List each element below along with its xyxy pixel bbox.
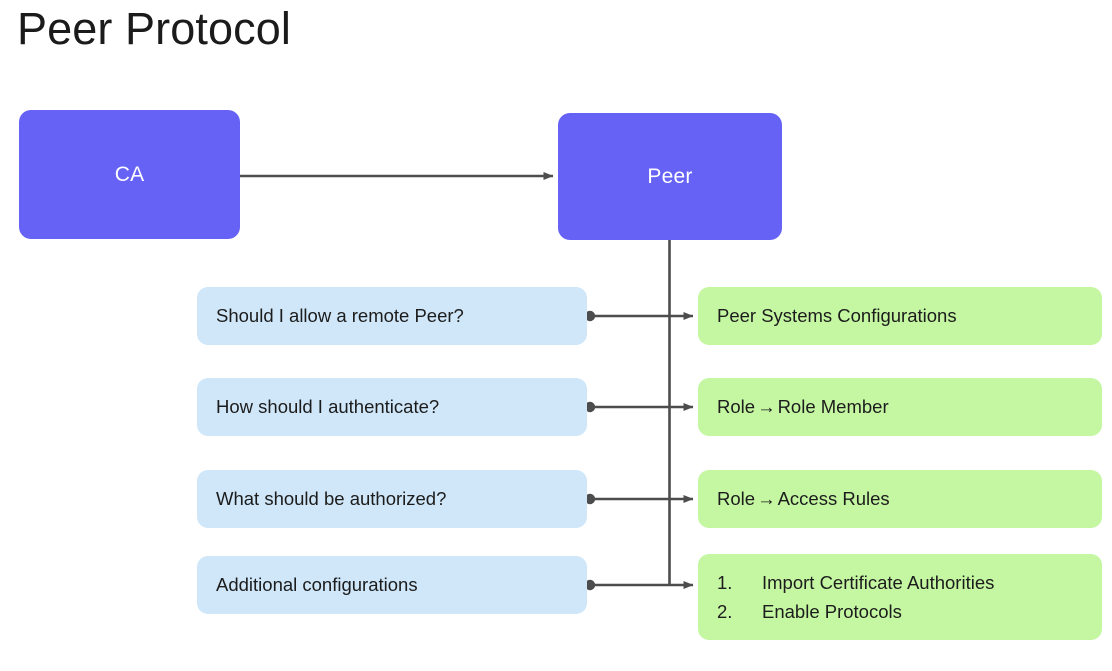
- question-node-4[interactable]: Additional configurations: [197, 556, 587, 614]
- answer-node-3-prefix: Role: [717, 488, 756, 509]
- answer-node-3[interactable]: Role → Access Rules: [698, 470, 1102, 528]
- connector-row-1: [584, 310, 694, 322]
- question-node-1[interactable]: Should I allow a remote Peer?: [197, 287, 587, 345]
- question-node-3[interactable]: What should be authorized?: [197, 470, 587, 528]
- answer-node-2-prefix: Role: [717, 396, 756, 417]
- list-item: 2. Enable Protocols: [717, 597, 1102, 626]
- list-item: 1. Import Certificate Authorities: [717, 568, 1102, 597]
- answer-node-1[interactable]: Peer Systems Configurations: [698, 287, 1102, 345]
- connector-row-4: [584, 579, 694, 591]
- question-node-4-label: Additional configurations: [216, 574, 418, 595]
- node-peer[interactable]: Peer: [558, 113, 782, 240]
- list-item-label: Enable Protocols: [762, 601, 902, 622]
- node-ca[interactable]: CA: [19, 110, 240, 239]
- connector-row-3: [584, 493, 694, 505]
- answer-node-1-label: Peer Systems Configurations: [717, 305, 957, 326]
- connector-row-2: [584, 401, 694, 413]
- question-node-2[interactable]: How should I authenticate?: [197, 378, 587, 436]
- right-arrow-icon: →: [757, 488, 776, 509]
- page-title: Peer Protocol: [17, 3, 291, 54]
- node-ca-label: CA: [114, 162, 145, 186]
- answer-node-4-list: 1. Import Certificate Authorities 2. Ena…: [717, 568, 1102, 626]
- answer-node-2[interactable]: Role → Role Member: [698, 378, 1102, 436]
- question-node-1-label: Should I allow a remote Peer?: [216, 305, 464, 326]
- list-item-label: Import Certificate Authorities: [762, 572, 995, 593]
- list-item-number: 1.: [717, 572, 733, 593]
- answer-node-3-suffix: Access Rules: [777, 488, 890, 509]
- answer-node-2-suffix: Role Member: [777, 396, 889, 417]
- answer-node-4[interactable]: 1. Import Certificate Authorities 2. Ena…: [698, 554, 1102, 640]
- list-item-number: 2.: [717, 601, 733, 622]
- node-peer-label: Peer: [647, 164, 693, 188]
- right-arrow-icon: →: [757, 396, 776, 417]
- question-node-2-label: How should I authenticate?: [216, 396, 440, 417]
- question-node-3-label: What should be authorized?: [216, 488, 447, 509]
